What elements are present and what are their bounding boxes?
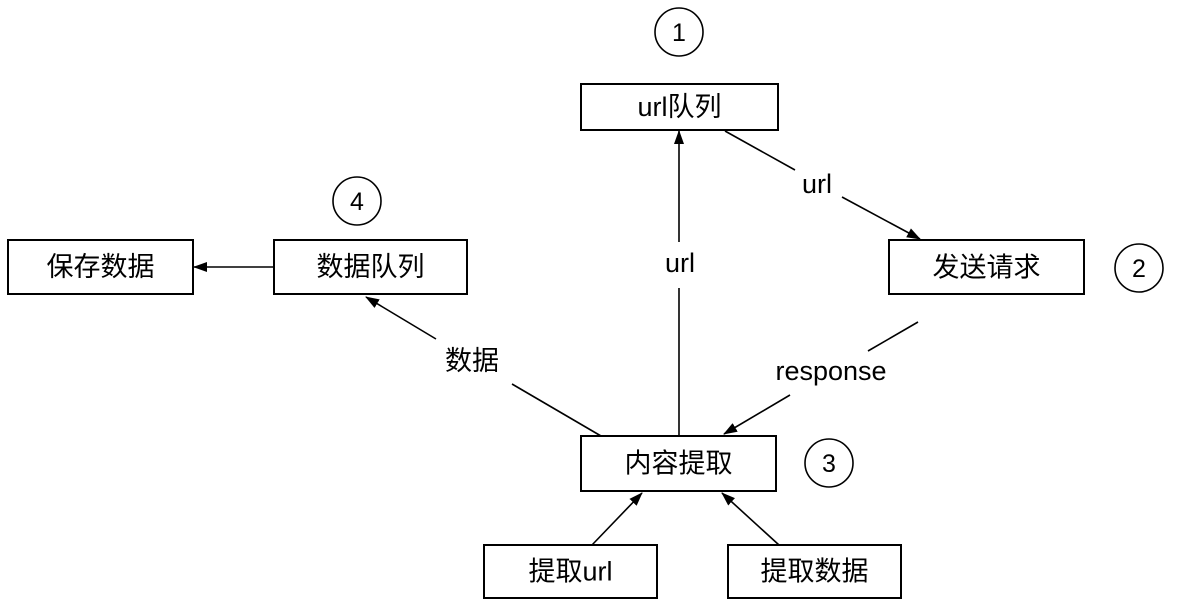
- step-badge-2: 2: [1114, 243, 1164, 293]
- step-badge-4: 4: [332, 176, 382, 226]
- node-url-queue-label: url队列: [637, 92, 721, 122]
- edge-url-queue-to-send-request: [724, 130, 921, 240]
- edge-segment-arrow: [591, 492, 643, 546]
- step-badge-3-number: 3: [822, 450, 836, 478]
- node-data-queue: 数据队列: [273, 239, 468, 295]
- node-extract-url-box: [483, 544, 658, 599]
- node-extract-content: 内容提取: [580, 435, 777, 492]
- edge-segment-arrow: [721, 492, 780, 546]
- node-save-data-label: 保存数据: [47, 252, 155, 282]
- step-badge-4-number: 4: [350, 188, 364, 216]
- step-badge-1-number: 1: [672, 19, 686, 47]
- edge-segment-arrow: [723, 394, 791, 435]
- node-extract-data-box: [727, 544, 902, 599]
- node-extract-url-label: 提取url: [528, 557, 612, 587]
- edge-label-url-to-request: url: [802, 169, 832, 199]
- node-data-queue-box: [273, 239, 468, 295]
- step-badge-1: 1: [654, 7, 704, 57]
- node-send-request-label: 发送请求: [933, 253, 1041, 283]
- step-badge-4-circle: [332, 176, 382, 226]
- node-send-request: 发送请求: [888, 239, 1085, 295]
- step-badge-3: 3: [804, 438, 854, 488]
- node-extract-content-label: 内容提取: [625, 449, 733, 479]
- step-badge-3-circle: [804, 438, 854, 488]
- node-url-queue-box: [580, 83, 779, 131]
- node-extract-content-box: [580, 435, 777, 492]
- edge-extract-data-to-extract-content: [721, 492, 780, 546]
- edge-extract-url-to-extract-content: [591, 492, 643, 546]
- edge-segment-arrow: [365, 296, 437, 340]
- node-extract-data-label: 提取数据: [761, 557, 869, 587]
- edge-segment-arrow: [841, 196, 921, 240]
- edge-segment: [511, 383, 602, 437]
- node-extract-data: 提取数据: [727, 544, 902, 599]
- node-save-data-box: [7, 239, 194, 295]
- edge-segment: [867, 321, 919, 352]
- node-data-queue-label: 数据队列: [317, 252, 425, 282]
- step-badge-2-number: 2: [1132, 255, 1146, 283]
- node-send-request-box: [888, 239, 1085, 295]
- node-url-queue: url队列: [580, 83, 779, 131]
- step-badge-1-circle: [654, 7, 704, 57]
- edge-send-request-to-extract-content: [723, 321, 919, 435]
- node-extract-url: 提取url: [483, 544, 658, 599]
- edge-label-data: 数据: [445, 346, 499, 376]
- edge-segment: [724, 130, 796, 171]
- edge-label-response: response: [775, 356, 886, 386]
- edge-extract-content-to-data-queue: [365, 296, 602, 437]
- step-badge-2-circle: [1114, 243, 1164, 293]
- node-save-data: 保存数据: [7, 239, 194, 295]
- edge-label-url-vertical: url: [665, 248, 695, 278]
